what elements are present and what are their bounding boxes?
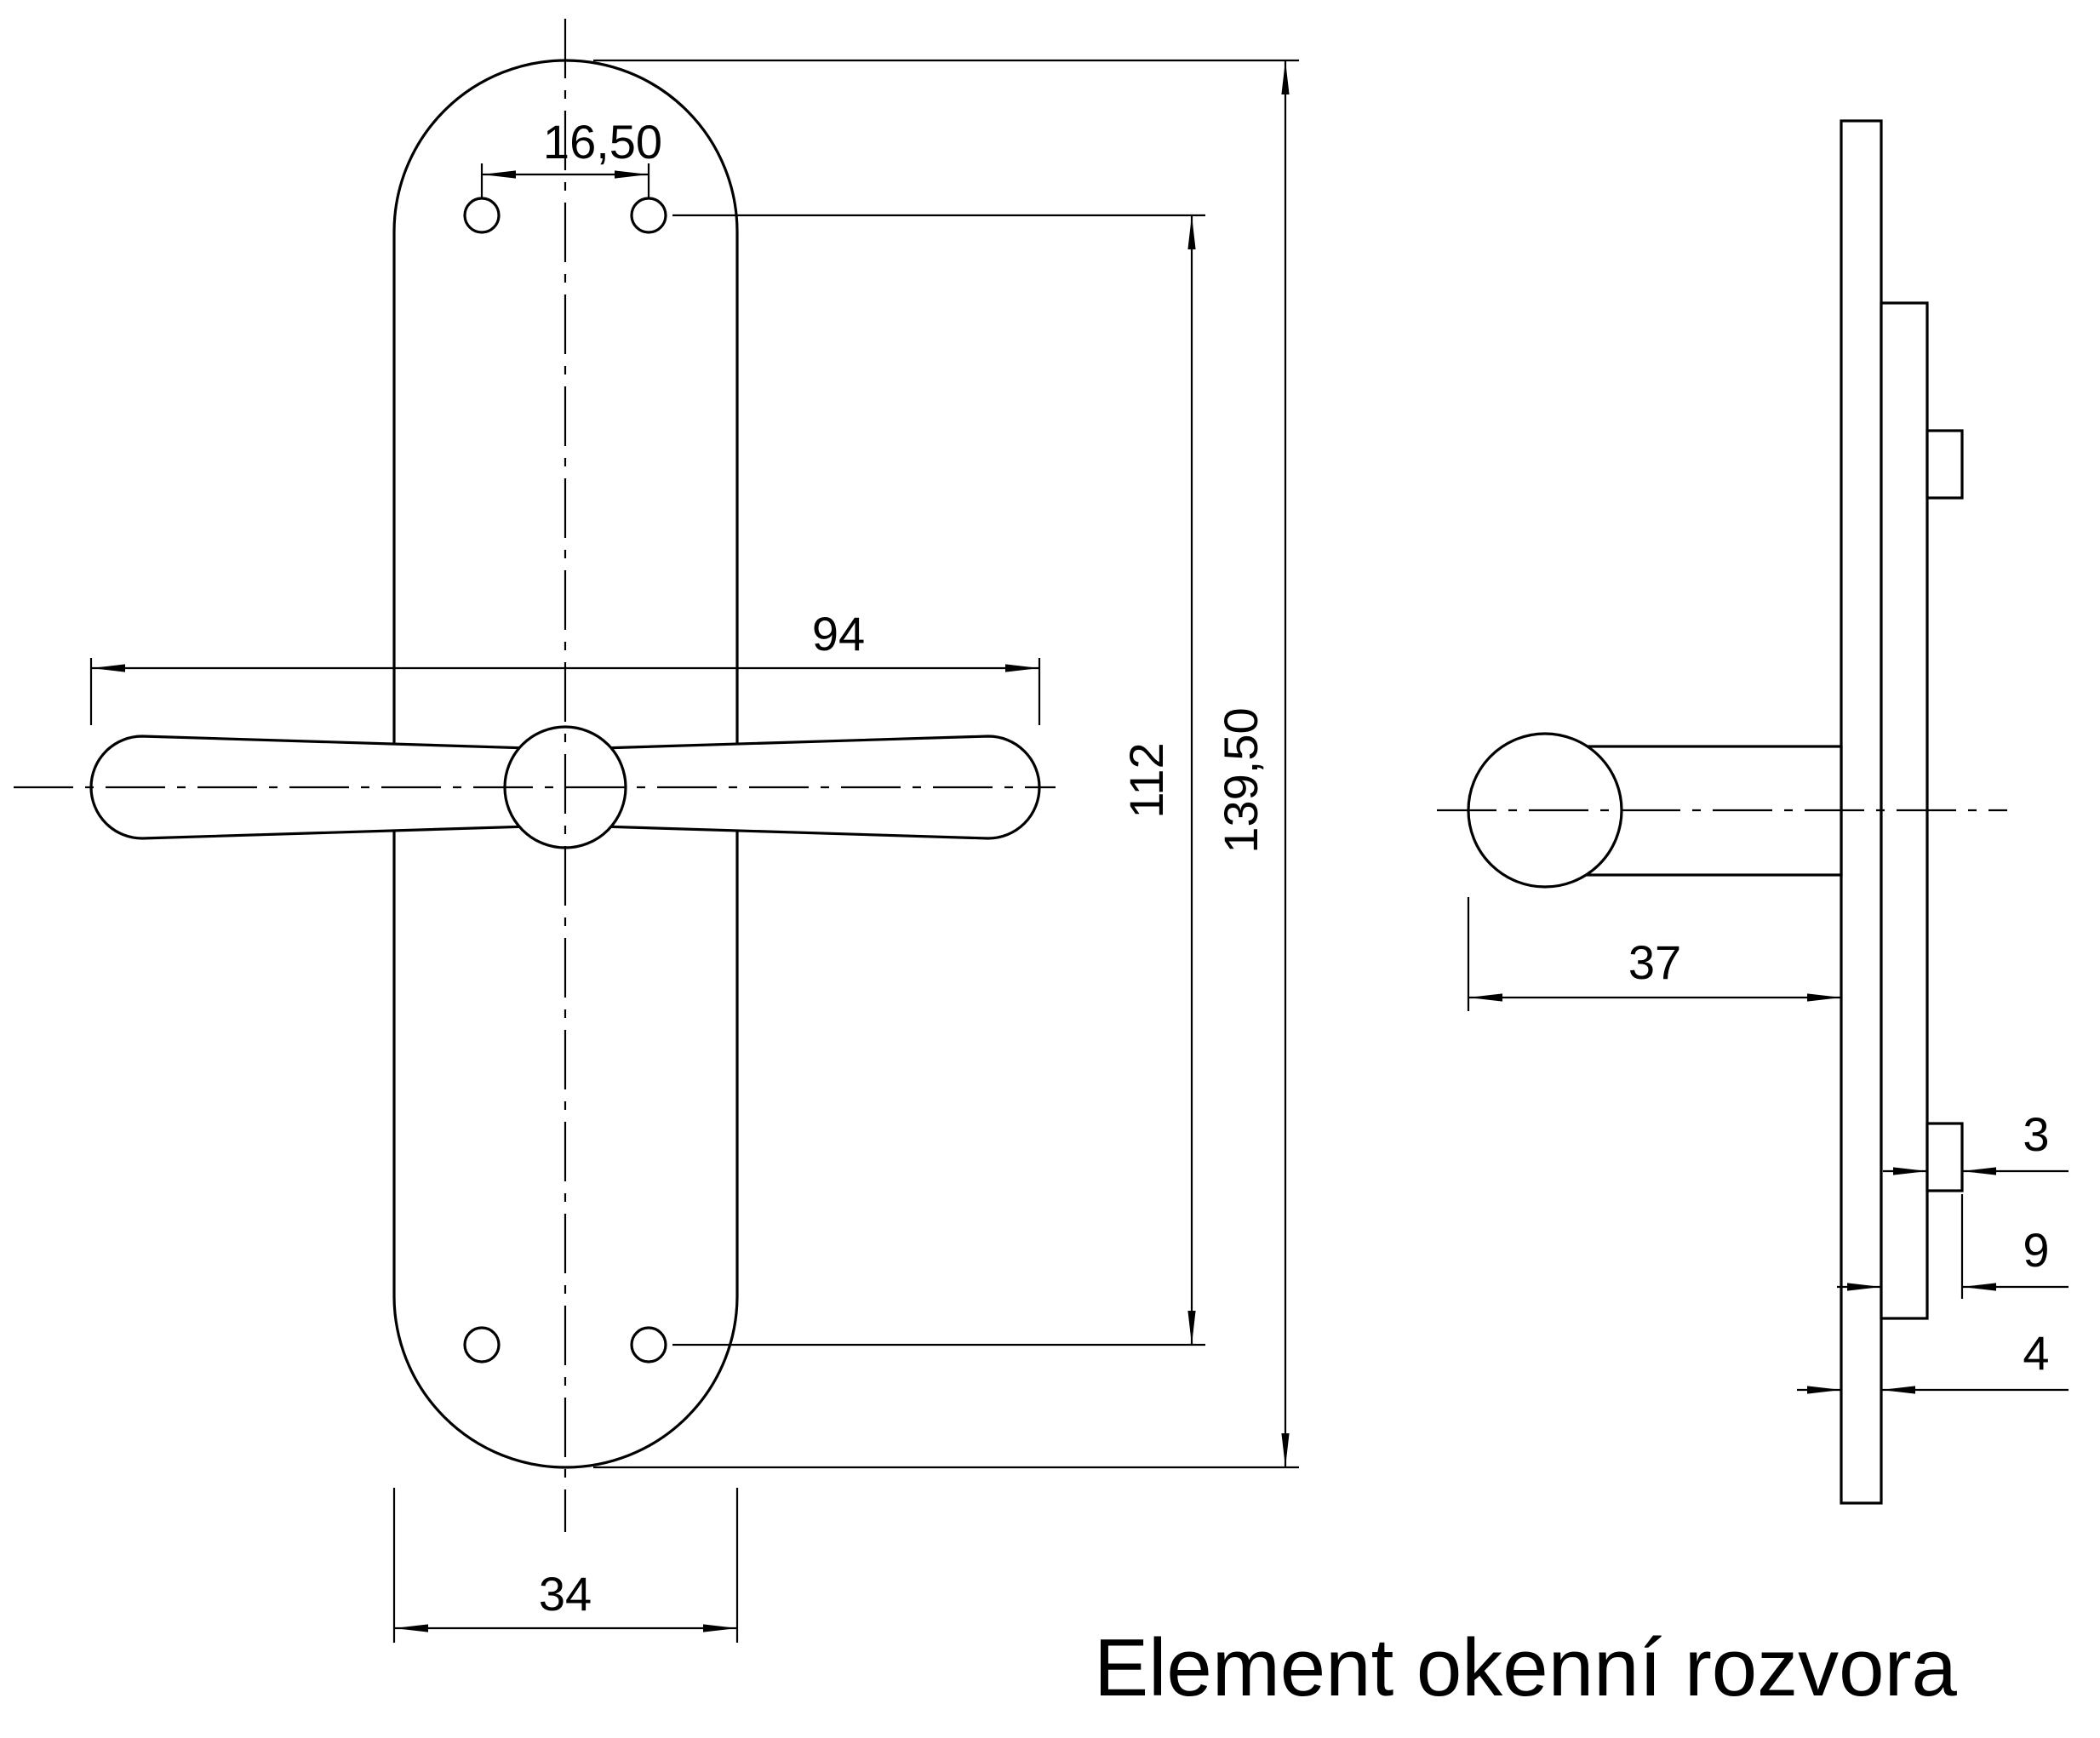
dim-plate-thickness: 4 [1797,1326,2069,1394]
dim-label-hole-spacing-vertical: 112 [1119,742,1173,818]
dim-label-handle-depth: 37 [1628,935,1681,989]
dim-label-hole-spacing-horizontal: 16,50 [543,115,662,169]
dim-label-plate-height: 139,50 [1214,707,1267,853]
screw-hole-top-left [463,197,501,234]
drawing-title: Element okenní rozvora [1094,1622,1957,1713]
dim-mount-depth: 9 [1837,1194,2069,1299]
mount-tab-bottom [1925,1122,1964,1192]
screw-hole-bottom-left [463,1326,501,1364]
dim-label-plate-width: 34 [539,1567,592,1621]
dim-handle-depth: 37 [1467,897,1841,1011]
dim-hole-spacing-horizontal: 16,50 [480,115,662,198]
screw-hole-top-right [630,197,667,234]
screw-hole-bottom-right [630,1326,667,1364]
dim-plate-width: 34 [392,1488,739,1643]
dim-handle-length: 94 [89,607,1041,725]
backplate-side-profile [1840,119,1883,1505]
dim-tab-thickness: 3 [1883,1107,2069,1175]
dim-plate-height: 139,50 [593,59,1299,1469]
dim-label-tab-thickness: 3 [2023,1107,2049,1161]
dim-label-plate-thickness: 4 [2023,1326,2049,1380]
dim-label-handle-length: 94 [812,607,865,660]
mount-tab-top [1925,429,1964,500]
side-view: 37 3 9 4 [1437,119,2069,1505]
dim-hole-spacing-vertical: 112 [672,214,1205,1346]
front-view: 16,50 94 112 139,50 34 [14,19,1299,1643]
dim-label-mount-depth: 9 [2023,1223,2049,1277]
